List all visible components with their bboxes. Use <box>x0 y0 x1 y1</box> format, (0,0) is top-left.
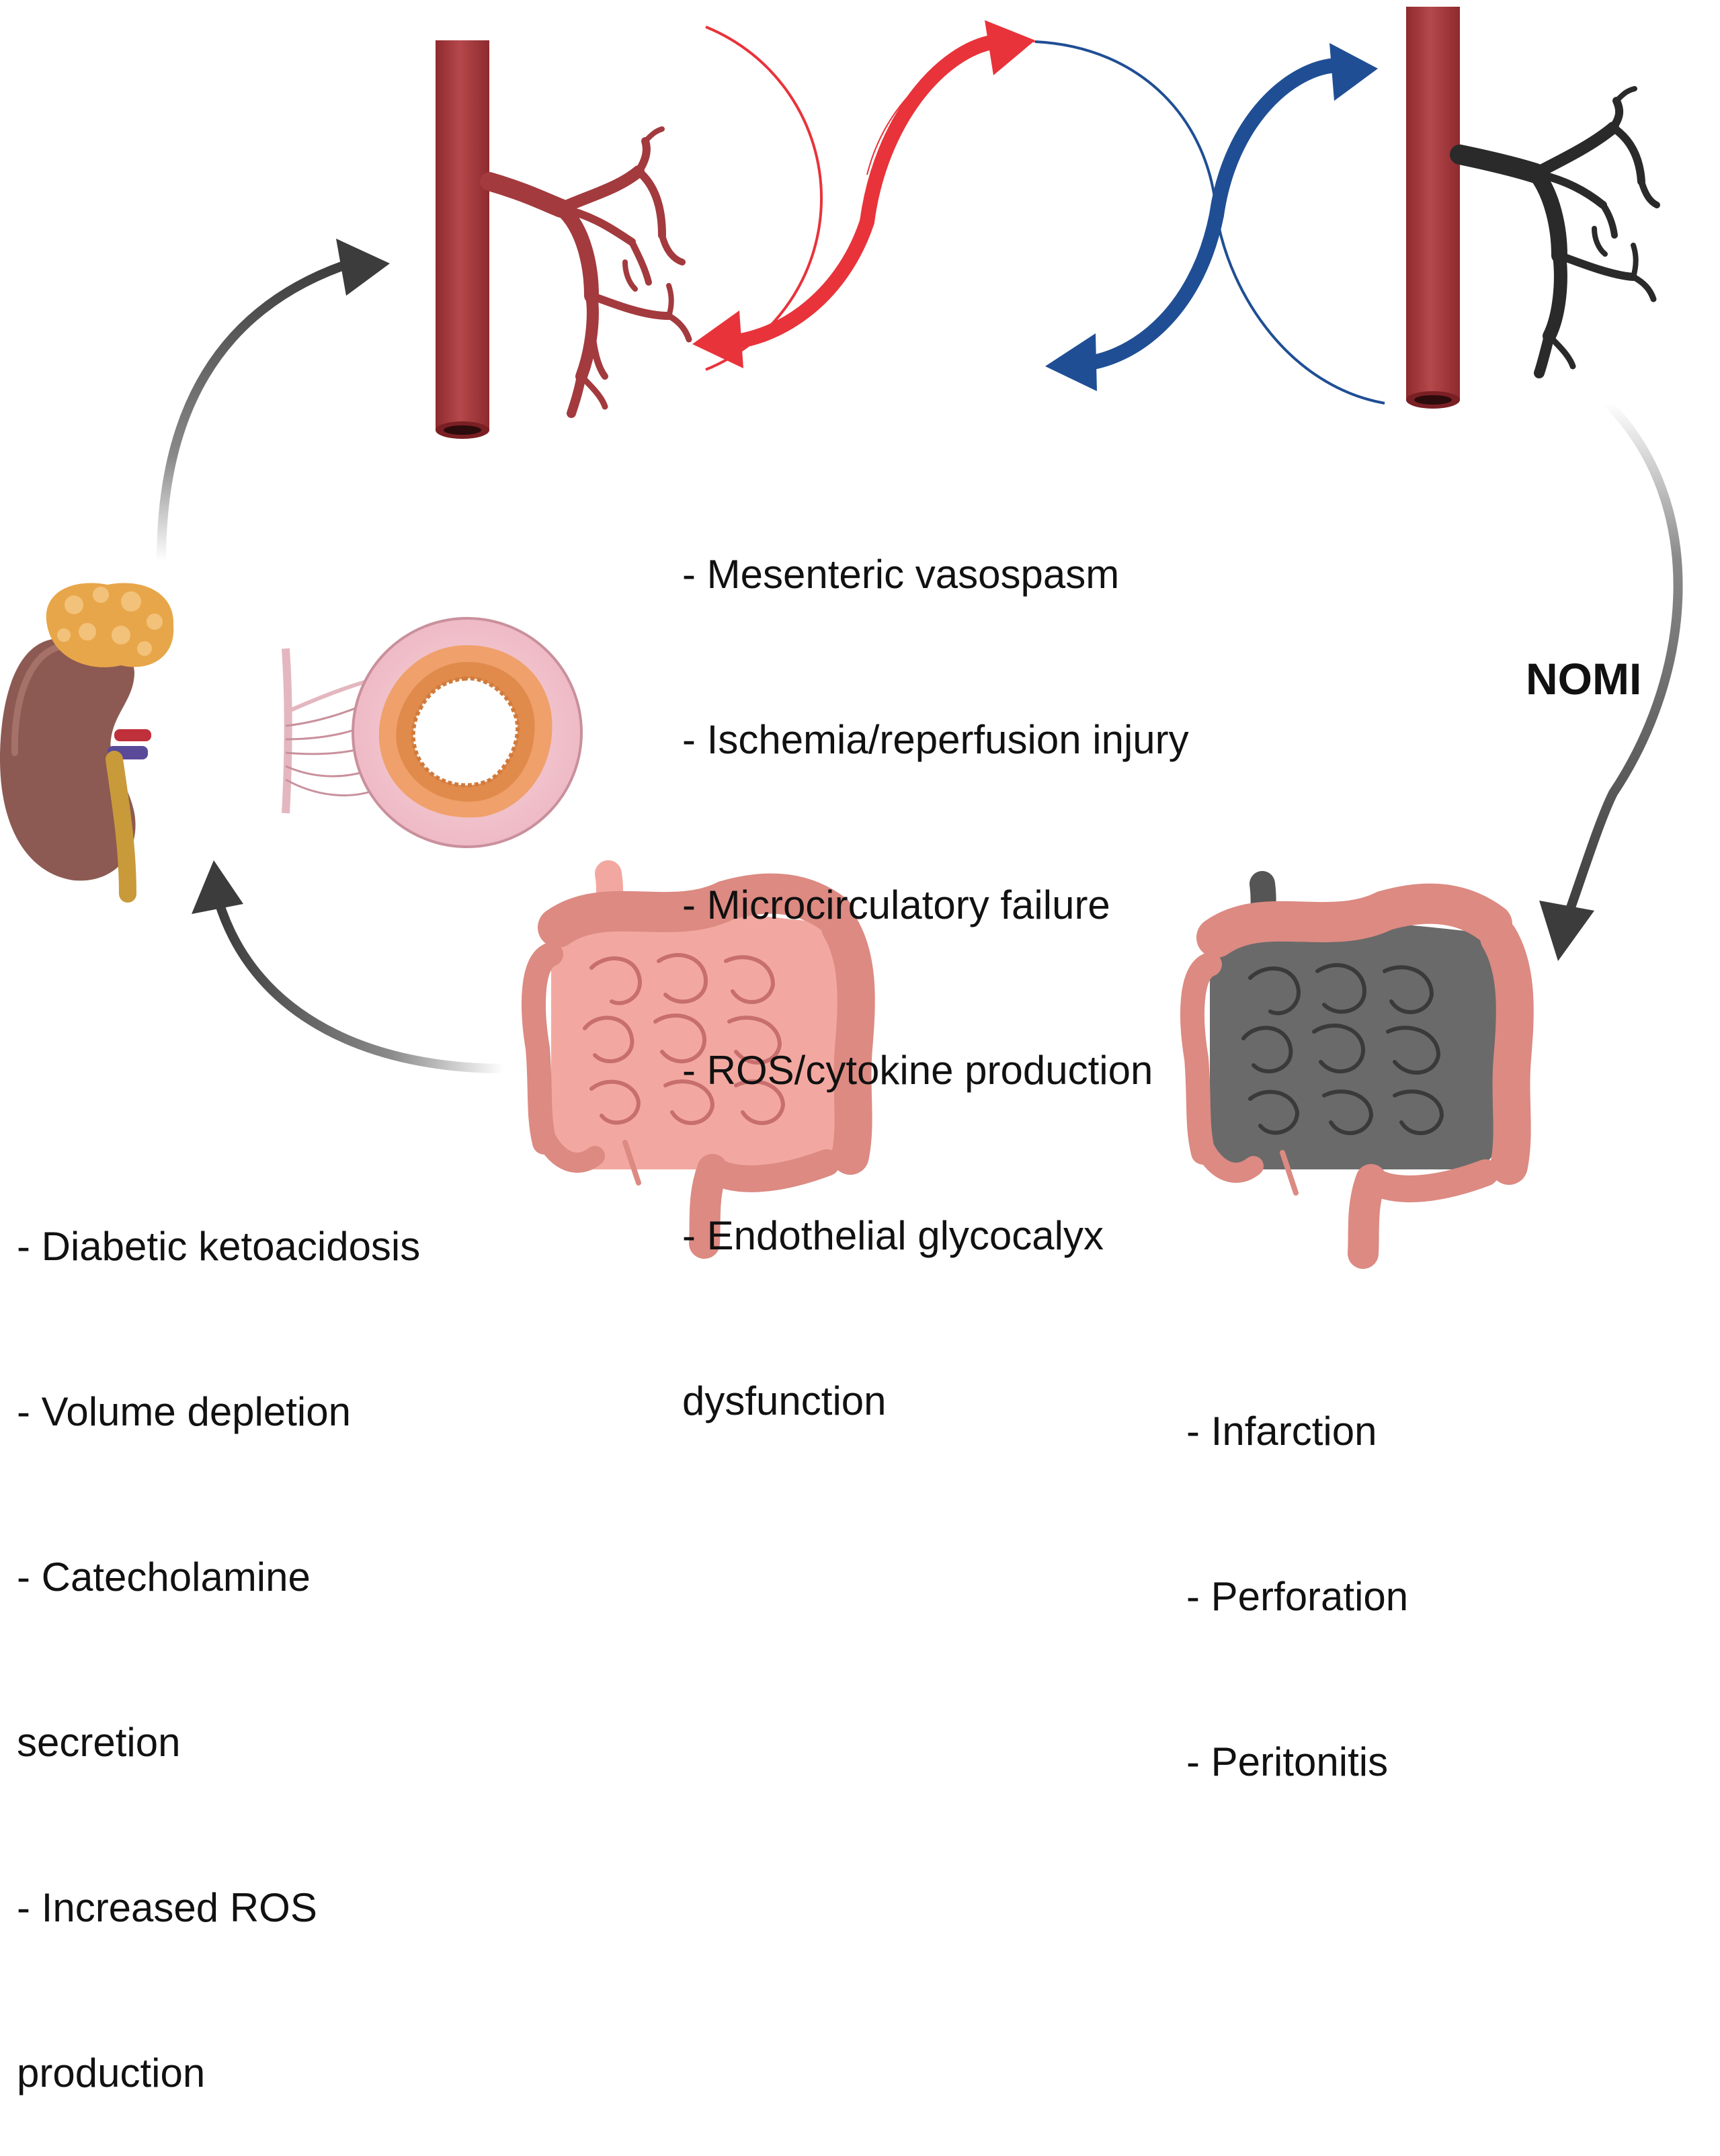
red-cycle-arrows <box>692 20 1036 371</box>
bowel-cross-section-icon <box>282 617 583 848</box>
mechanism-item: dysfunction <box>682 1378 887 1423</box>
mechanism-item: - Endothelial glycocalyx <box>682 1213 1104 1258</box>
trigger-item: - Catecholamine <box>17 1554 311 1600</box>
nomi-arrow <box>1539 399 1683 961</box>
trigger-item: - Diabetic ketoacidosis <box>17 1224 421 1269</box>
trigger-item: production <box>17 2050 206 2096</box>
outcome-item: - Infarction <box>1186 1409 1377 1454</box>
trigger-item: - Volume depletion <box>17 1389 351 1434</box>
healthy-intestine-icon <box>522 860 875 1259</box>
outcome-item: - Perforation <box>1186 1574 1409 1619</box>
kidney-icon <box>0 583 174 903</box>
nomi-label: NOMI <box>1526 654 1642 704</box>
gray-arrow-to-kidney <box>192 860 509 1073</box>
mechanism-item: - Microcirculatory failure <box>682 882 1110 927</box>
necrotic-intestine-icon <box>1180 871 1534 1269</box>
trigger-item: secretion <box>17 1720 181 1765</box>
outcome-item: - Peritonitis <box>1186 1739 1389 1784</box>
blue-cycle-arrows <box>1034 40 1385 405</box>
gray-arrow-to-artery <box>157 239 390 566</box>
artery-icon <box>436 40 692 439</box>
trigger-item: - Increased ROS <box>17 1885 317 1930</box>
necrotic-artery-icon <box>1406 7 1660 409</box>
mechanism-item: - Mesenteric vasospasm <box>682 552 1120 597</box>
nomi-pathophysiology-diagram <box>0 7 1683 1269</box>
outcome-list: - Infarction - Perforation - Peritonitis <box>1186 1294 1408 1845</box>
mechanism-list: - Mesenteric vasospasm - Ischemia/reperf… <box>682 437 1189 1484</box>
mechanism-item: - ROS/cytokine production <box>682 1048 1153 1093</box>
trigger-list: - Diabetic ketoacidosis - Volume depleti… <box>17 1109 420 2156</box>
mechanism-item: - Ischemia/reperfusion injury <box>682 717 1189 762</box>
